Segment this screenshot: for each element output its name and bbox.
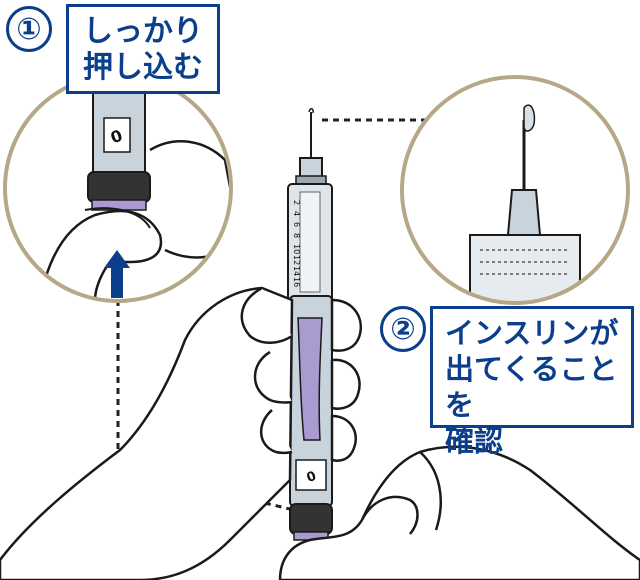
left-hand (0, 286, 294, 580)
thumb-zoom (38, 209, 163, 301)
scale-number: 8 (292, 233, 301, 238)
zoom-circle-right (400, 75, 630, 305)
step1-instruction: しっかり 押し込む (66, 4, 220, 94)
push-button-zoom (87, 171, 151, 203)
arrow-up-icon (104, 250, 130, 298)
step2-line-1: インスリンが (445, 316, 619, 350)
scale-number: 14 (292, 266, 301, 276)
right-hand (278, 445, 640, 580)
step2-instruction: インスリンが 出てくることを 確認 (430, 306, 634, 458)
pen-label (297, 317, 323, 441)
dose-window-zoom (103, 117, 131, 153)
insulin-drop-icon (523, 104, 536, 132)
step1-number: ① (6, 6, 52, 52)
scale-number: 10 (292, 244, 301, 254)
zoom-circle-left: 0 (3, 73, 233, 303)
scale-number: 2 (292, 200, 301, 205)
push-button (289, 503, 333, 535)
finger-right-1 (330, 298, 363, 352)
scale-number: 6 (292, 222, 301, 227)
step2-number: ② (380, 306, 426, 352)
dose-window (295, 459, 327, 491)
step2-line-3: 確認 (445, 424, 504, 458)
needle-hub-zoom (469, 234, 581, 303)
scale-number: 4 (292, 211, 301, 216)
scale-number: 12 (292, 255, 301, 265)
step1-line-1: しっかり (83, 14, 203, 49)
step2-line-2: 出てくることを (445, 352, 618, 422)
scale-number: 16 (292, 277, 301, 287)
hands (0, 286, 640, 580)
step1-line-2: 押し込む (83, 50, 203, 85)
